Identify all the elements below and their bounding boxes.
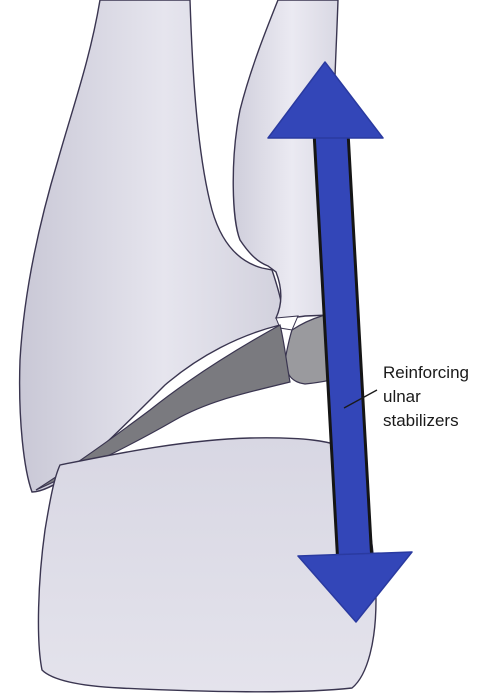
annotation-line-2: ulnar bbox=[383, 387, 421, 406]
annotation-line-1: Reinforcing bbox=[383, 363, 469, 382]
annotation-line-3: stabilizers bbox=[383, 411, 459, 430]
annotation-label: Reinforcing ulnar stabilizers bbox=[383, 363, 474, 430]
